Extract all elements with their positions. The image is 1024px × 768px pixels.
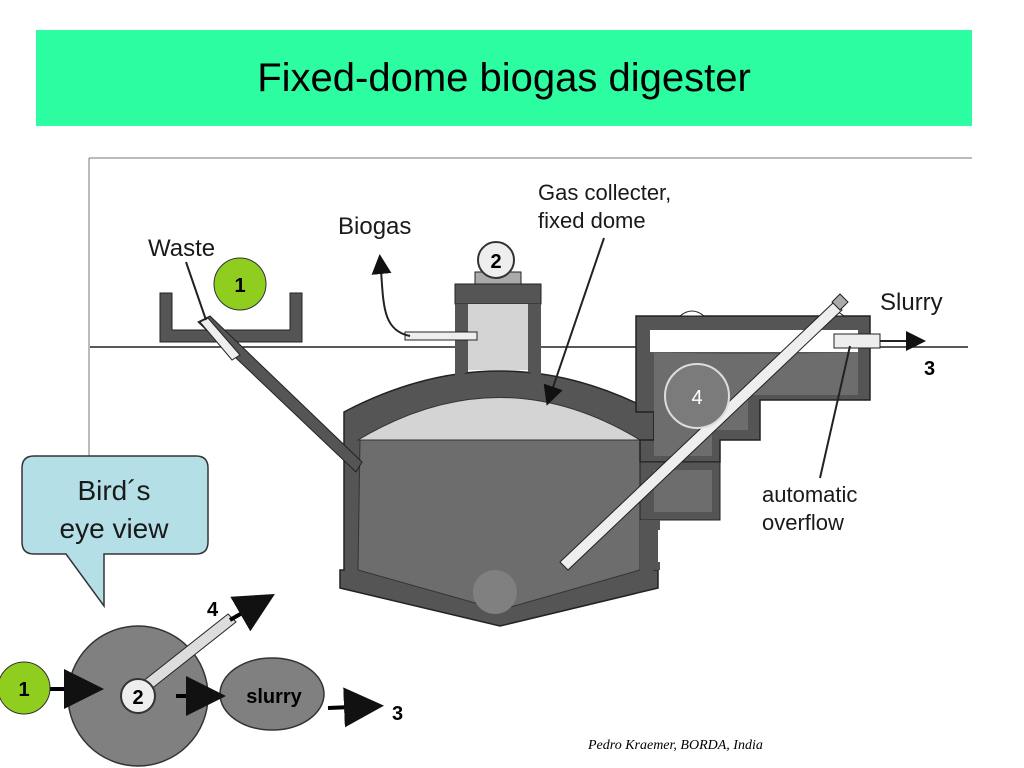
- gas-collector-label-line1: Gas collecter,: [538, 180, 671, 205]
- slurry-label: Slurry: [880, 289, 943, 316]
- birds-eye-outlet-label: 3: [392, 703, 403, 725]
- marker-4-chamber: 4: [664, 363, 730, 429]
- marker-1-text: 1: [234, 275, 245, 297]
- slurry-outlet: [819, 331, 926, 479]
- birds-eye-diagram: 4 1 2 slurry 3: [0, 593, 403, 767]
- birds-eye-inlet-text: 1: [18, 679, 29, 701]
- inlet-tank: [159, 292, 303, 343]
- marker-2-dome: 2: [477, 241, 515, 279]
- title-bar: Fixed-dome biogas digester: [36, 30, 972, 126]
- birds-eye-pipe-label: 4: [207, 599, 219, 621]
- marker-4-text: 4: [691, 387, 702, 409]
- overflow-label-line2: overflow: [762, 510, 844, 535]
- marker-3-outlet: 3: [924, 358, 935, 380]
- birds-eye-slurry-label: slurry: [246, 686, 302, 708]
- gas-collector-label-line2: fixed dome: [538, 208, 646, 233]
- birds-eye-callout: Bird´s eye view: [21, 455, 209, 609]
- gas-outlet-pipe: [371, 254, 478, 341]
- outlet-pipe: [559, 293, 849, 571]
- birds-eye-center-marker: [120, 678, 156, 714]
- callout-line1: Bird´s: [77, 475, 150, 506]
- slide-credit: Pedro Kraemer, BORDA, India: [588, 738, 763, 753]
- inlet-pipe: [197, 315, 363, 473]
- digester-body: [339, 271, 659, 627]
- gas-collector-arrow: [543, 237, 605, 406]
- marker-2-text: 2: [490, 251, 501, 273]
- birds-eye-center-text: 2: [132, 687, 143, 709]
- figure-frame: [88, 157, 972, 460]
- waste-label: Waste: [148, 235, 215, 262]
- callout-line2: eye view: [60, 513, 170, 544]
- slide-title: Fixed-dome biogas digester: [257, 55, 751, 100]
- waste-arrow: [185, 261, 207, 321]
- marker-1-inlet: 1: [213, 257, 267, 311]
- overflow-label-line1: automatic: [762, 482, 857, 507]
- biogas-label: Biogas: [338, 213, 411, 240]
